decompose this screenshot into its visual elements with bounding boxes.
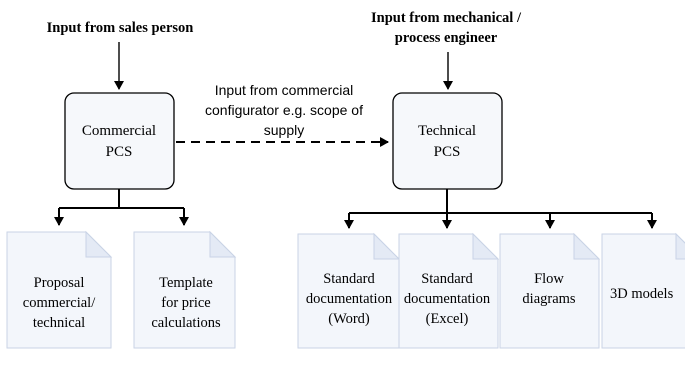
sales-input-label: Input from sales person — [47, 20, 194, 36]
document-flow-diagrams: Flow diagrams — [499, 232, 601, 349]
commercial-pcs-label-line1: Commercial — [82, 123, 156, 139]
document-flow-line1: Flow — [534, 271, 564, 287]
document-template-line1: Template — [159, 275, 213, 291]
commercial-pcs-box — [64, 92, 175, 190]
document-word-line1: Standard — [323, 271, 375, 287]
document-excel-line3: (Excel) — [426, 311, 469, 327]
document-word-line2: documentation — [306, 291, 393, 307]
configurator-label-line2: configurator e.g. scope of — [205, 102, 363, 118]
document-3d-line1: 3D models — [610, 286, 674, 302]
document-proposal-line3: technical — [33, 315, 85, 331]
technical-pcs-label-line1: Technical — [418, 123, 476, 139]
document-proposal-line1: Proposal — [34, 275, 85, 291]
document-excel-line2: documentation — [404, 291, 491, 307]
document-template-line2: for price — [161, 295, 211, 311]
document-template-line3: calculations — [151, 315, 221, 331]
document-excel-line1: Standard — [421, 271, 473, 287]
technical-pcs-box — [392, 92, 503, 190]
document-proposal-line2: commercial/ — [23, 295, 96, 311]
technical-pcs-label-line2: PCS — [434, 144, 461, 160]
document-3d-models: 3D models — [601, 232, 685, 349]
document-proposal: Proposal commercial/ technical — [6, 230, 113, 349]
document-standard-excel: Standard documentation (Excel) — [398, 232, 500, 349]
configurator-label-line1: Input from commercial — [215, 82, 353, 98]
commercial-pcs-label-line2: PCS — [106, 144, 133, 160]
document-standard-word: Standard documentation (Word) — [297, 232, 401, 349]
document-word-line3: (Word) — [328, 311, 370, 327]
document-template: Template for price calculations — [133, 230, 237, 349]
configurator-label-line3: supply — [264, 122, 304, 138]
engineer-input-label-line2: process engineer — [395, 30, 498, 46]
engineer-input-label-line1: Input from mechanical / — [371, 10, 522, 26]
document-flow-line2: diagrams — [522, 291, 576, 307]
